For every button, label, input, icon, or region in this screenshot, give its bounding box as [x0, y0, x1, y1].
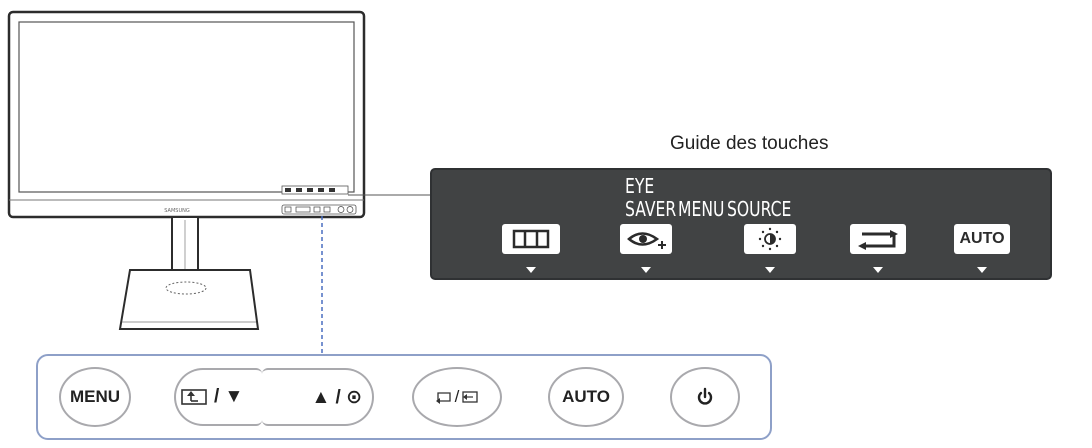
- source-slash: /: [454, 387, 460, 406]
- guide-title: Guide des touches: [670, 133, 829, 154]
- monitor-brand: SAMSUNG: [164, 208, 190, 214]
- eye-saver-icon: [620, 224, 672, 254]
- source-rotate-icon: [435, 392, 451, 404]
- nav-down-button[interactable]: / ▼: [174, 368, 262, 426]
- brightness-arrow-icon: [765, 267, 775, 273]
- monitor: SAMSUNG: [7, 10, 366, 330]
- source-in-icon: [181, 389, 207, 405]
- label-saver: SAVER: [625, 197, 677, 221]
- monitor-button-strip: [281, 204, 357, 215]
- monitor-icon-strip: [281, 185, 349, 195]
- source-button[interactable]: /: [412, 367, 502, 427]
- auto-icon: AUTO: [954, 224, 1010, 254]
- eye-saver-arrow-icon: [641, 267, 651, 273]
- brightness-icon: [744, 224, 796, 254]
- menu-arrow-icon: [526, 267, 536, 273]
- label-eye: EYE: [625, 174, 655, 198]
- source-arrow-icon: [873, 267, 883, 273]
- label-menu: MENU: [678, 197, 725, 221]
- auto-arrow-icon: [977, 267, 987, 273]
- key-guide-panel: EYE SAVER MENU SOURCE: [430, 168, 1052, 280]
- source-enter-icon: [462, 391, 479, 403]
- auto-button[interactable]: AUTO: [548, 367, 624, 427]
- monitor-base: [118, 269, 260, 330]
- label-source: SOURCE: [727, 197, 792, 221]
- power-button[interactable]: [670, 367, 740, 427]
- source-cycle-icon: [850, 224, 906, 254]
- power-icon: [697, 387, 713, 405]
- nav-up-button[interactable]: ▲ / ⊙: [262, 368, 374, 426]
- nav-down-label: / ▼: [214, 386, 244, 407]
- front-button-bar: MENU / ▼ ▲ / ⊙ / AUTO: [36, 354, 772, 440]
- menu-button[interactable]: MENU: [59, 367, 131, 427]
- monitor-screen: [18, 21, 355, 193]
- auto-icon-label: AUTO: [959, 230, 1005, 247]
- menu-grid-icon: [502, 224, 560, 254]
